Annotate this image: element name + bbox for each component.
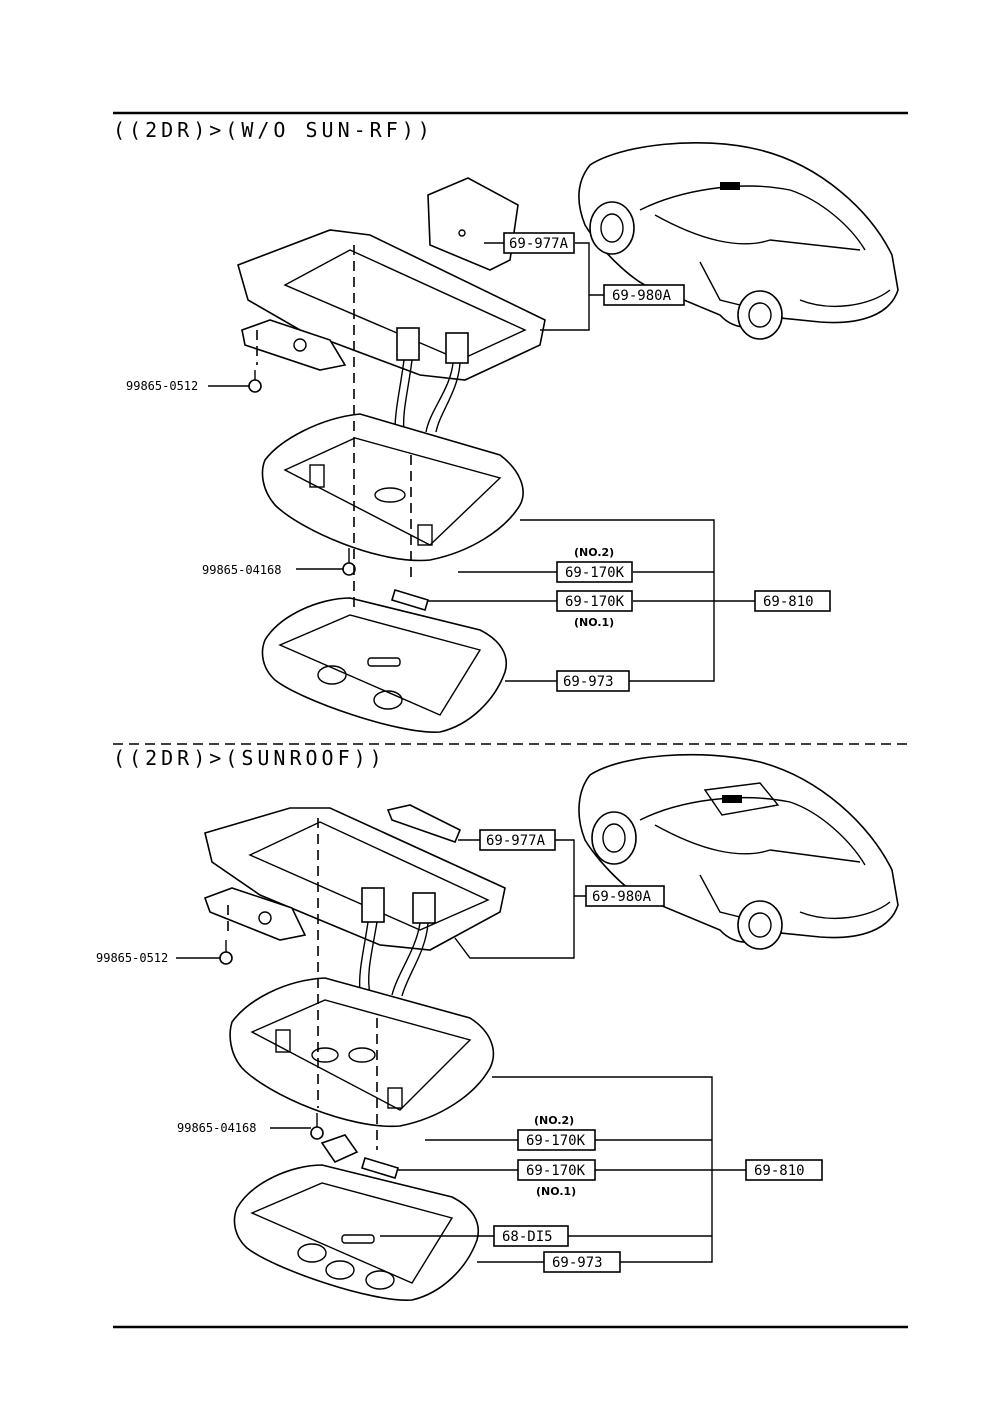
part-label-bulb-no1-2: 69-170K (526, 1163, 586, 1179)
section-2-heading: ((2DR)>(SUNROOF)) (113, 746, 386, 770)
connector-b-2 (412, 892, 436, 924)
bolt-label-lower-1: 99865-04168 (202, 563, 281, 577)
roof-lamp-marker-1 (720, 182, 740, 190)
connector-a-1 (396, 327, 420, 361)
section-2-diagram: 69-977A 69-980A (NO.2) 69-170K 69-170K (… (96, 753, 899, 1301)
part-label-base-1: 69-980A (612, 288, 672, 304)
part-label-base-2: 69-980A (592, 889, 652, 905)
screw-lower-1 (342, 548, 356, 576)
bolt-label-upper-2: 99865-0512 (96, 951, 168, 965)
part-label-lens-2: 69-973 (552, 1255, 603, 1271)
roof-lamp-marker-2 (722, 795, 742, 803)
note-no1-2: (NO.1) (536, 1185, 576, 1198)
section-1-heading: ((2DR)>(W/O SUN-RF)) (113, 118, 434, 142)
part-label-bulb-no2-2: 69-170K (526, 1133, 586, 1149)
part-label-bulb-no1-1: 69-170K (565, 594, 625, 610)
sunroof-panel (703, 782, 780, 816)
note-no2-2: (NO.2) (534, 1114, 574, 1127)
part-label-switch-2: 68-DI5 (502, 1229, 553, 1245)
bolt-label-lower-2: 99865-04168 (177, 1121, 256, 1135)
bracket-shape-1 (427, 177, 519, 271)
part-label-bulb-no2-1: 69-170K (565, 565, 625, 581)
note-no1-1: (NO.1) (574, 616, 614, 629)
part-label-assembly-1: 69-810 (763, 594, 814, 610)
bolt-label-upper-1: 99865-0512 (126, 379, 198, 393)
lens-shape-2 (233, 1164, 479, 1301)
connector-a-2 (361, 887, 385, 923)
switch-block-2 (320, 1134, 359, 1164)
part-label-bracket-2: 69-977A (486, 833, 546, 849)
section-1-diagram: 69-977A 69-980A (NO.2) 69-170K 69-170K (… (126, 142, 899, 733)
lamp-housing-2 (229, 977, 495, 1128)
bulb-1 (391, 589, 429, 611)
screw-upper-1 (248, 370, 262, 393)
mount-plate-2 (203, 887, 307, 941)
lamp-housing-1 (261, 413, 524, 562)
screw-lower-2 (310, 1113, 324, 1140)
bracket-shape-2 (386, 804, 462, 844)
lens-shape-1 (261, 597, 507, 733)
connector-b-1 (445, 332, 469, 364)
part-label-lens-1: 69-973 (563, 674, 614, 690)
part-label-assembly-2: 69-810 (754, 1163, 805, 1179)
screw-upper-2 (219, 940, 233, 965)
note-no2-1: (NO.2) (574, 546, 614, 559)
bulb-2 (361, 1157, 399, 1179)
part-label-bracket-1: 69-977A (509, 236, 569, 252)
car-illustration-1 (578, 142, 899, 340)
car-illustration-2 (578, 753, 899, 950)
